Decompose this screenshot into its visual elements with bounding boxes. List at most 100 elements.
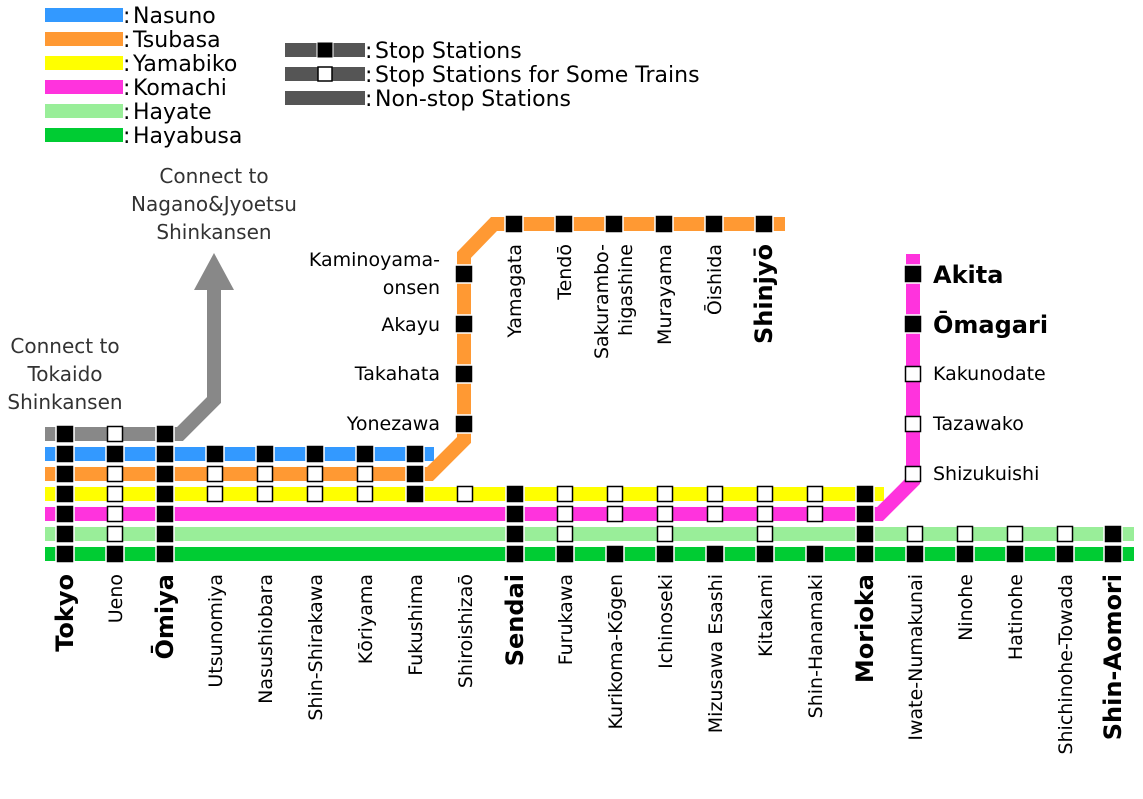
hayabusa-tokyo-stop-marker <box>55 544 75 564</box>
tsubasa-fukushima-stop-marker <box>405 464 425 484</box>
yamabiko-nasushiobara-some-marker <box>256 485 274 503</box>
line-legend: : Nasuno : Tsubasa : Yamabiko : Komachi … <box>45 4 242 149</box>
legend-prefix-komachi: : <box>123 76 130 101</box>
station-label-mizusawa-esashi: Mizusawa Esashi <box>705 574 727 733</box>
nasuno-nasushiobara-stop-marker <box>255 444 275 464</box>
station-label-tokyo: Tokyo <box>51 574 79 652</box>
hayate-tokyo-stop-marker <box>55 524 75 544</box>
legend-marker-bar-none <box>285 91 365 105</box>
hayate-omiya-stop-marker <box>155 524 175 544</box>
marker-legend: : Stop Stations : Stop Stations for Some… <box>285 39 700 112</box>
komachi-ichinoseki-some-marker <box>656 505 674 523</box>
station-label-sakurambo-higashine-line-2: higashine <box>615 244 637 336</box>
yamabiko-shin-hanamaki-some-marker <box>806 485 824 503</box>
legend-label-yamabiko: Yamabiko <box>132 52 237 77</box>
hayabusa-sendai-stop-marker <box>505 544 525 564</box>
legend-swatch-yamabiko <box>45 56 123 70</box>
up-arrow-icon <box>194 253 234 290</box>
legend-prefix-tsubasa: : <box>123 28 130 53</box>
nasuno-fukushima-stop-marker <box>405 444 425 464</box>
yamabiko-kurikoma-kogen-some-marker <box>606 485 624 503</box>
tsubasa-sakurambo-higashine-stop-marker <box>604 214 624 234</box>
station-label-kurikoma-kogen: Kurikoma-Kōgen <box>605 574 627 729</box>
tsubasa-yonezawa-stop-marker <box>454 414 474 434</box>
station-label-shinjyo: Shinjyō <box>750 244 778 344</box>
komachi-sendai-stop-marker <box>505 504 525 524</box>
station-label-morioka: Morioka <box>851 574 879 683</box>
station-label-omagari: Ōmagari <box>933 309 1048 339</box>
komachi-kitakami-some-marker <box>756 505 774 523</box>
tsubasa-kaminoyama-onsen-stop-marker <box>454 264 474 284</box>
tsubasa-takahata-stop-marker <box>454 364 474 384</box>
yamabiko-mizusawa-esashi-some-marker <box>706 485 724 503</box>
station-label-kaminoyama-onsen-line-2: onsen <box>383 277 440 299</box>
legend-label-hayabusa: Hayabusa <box>133 124 242 149</box>
nagano-connect-line-2: Nagano&Jyoetsu <box>131 192 297 216</box>
tsubasa-omiya-stop-marker <box>155 464 175 484</box>
station-label-akayu: Akayu <box>381 314 440 336</box>
komachi-kurikoma-kogen-some-marker <box>606 505 624 523</box>
yamabiko-tokyo-stop-marker <box>55 484 75 504</box>
komachi-omagari-stop-marker <box>903 314 923 334</box>
nasuno-koriyama-stop-marker <box>355 444 375 464</box>
legend-swatch-komachi <box>45 80 123 94</box>
tsubasa-koriyama-some-marker <box>356 465 374 483</box>
station-label-shin-shirakawa: Shin-Shirakawa <box>305 574 327 721</box>
nasuno-shin-shirakawa-stop-marker <box>305 444 325 464</box>
station-label-ninohe: Ninohe <box>955 574 977 641</box>
nagano-connection: Connect to Nagano&Jyoetsu Shinkansen <box>45 164 297 441</box>
yamabiko-shin-shirakawa-some-marker <box>306 485 324 503</box>
legend-label-nasuno: Nasuno <box>133 4 216 29</box>
hayate-morioka-stop-marker <box>855 524 875 544</box>
station-label-tazawako: Tazawako <box>932 413 1024 435</box>
hayate-shin-aomori-stop-marker <box>1103 524 1123 544</box>
legend-marker-label-none: Non-stop Stations <box>375 87 571 112</box>
yamabiko-ichinoseki-some-marker <box>656 485 674 503</box>
legend-swatch-hayate <box>45 104 123 118</box>
tsubasa-utsunomiya-some-marker <box>206 465 224 483</box>
station-label-nasushiobara: Nasushiobara <box>255 574 277 704</box>
hayabusa-ueno-stop-marker <box>105 544 125 564</box>
station-label-yonezawa: Yonezawa <box>346 413 440 435</box>
tsubasa-oishida-stop-marker <box>704 214 724 234</box>
yamabiko-sendai-stop-marker <box>505 484 525 504</box>
station-label-shiroishizao: Shiroishizaō <box>455 574 477 688</box>
tsubasa-tokyo-stop-marker <box>55 464 75 484</box>
nasuno-omiya-stop-marker <box>155 444 175 464</box>
legend-prefix-hayabusa: : <box>123 124 130 149</box>
hayate-iwate-numakunai-some-marker <box>906 525 924 543</box>
station-label-yamagata: Yamagata <box>504 244 526 339</box>
yamabiko-utsunomiya-some-marker <box>206 485 224 503</box>
station-label-hatinohe: Hatinohe <box>1005 574 1027 660</box>
tsubasa-murayama-stop-marker <box>654 214 674 234</box>
legend-prefix-hayate: : <box>123 100 130 125</box>
nagano-connect-line-3: Shinkansen <box>156 220 271 244</box>
legend-label-tsubasa: Tsubasa <box>132 28 221 53</box>
hayabusa-ninohe-stop-marker <box>955 544 975 564</box>
tsubasa-shin-shirakawa-some-marker <box>306 465 324 483</box>
station-label-ichinoseki: Ichinoseki <box>655 574 677 669</box>
legend-marker-label-some: Stop Stations for Some Trains <box>375 63 700 88</box>
station-label-utsunomiya: Utsunomiya <box>205 574 227 688</box>
station-label-shin-hanamaki: Shin-Hanamaki <box>805 574 827 718</box>
tsubasa-shinjyo-stop-marker <box>754 214 774 234</box>
station-label-takahata: Takahata <box>354 363 440 385</box>
hayate-hatinohe-some-marker <box>1006 525 1024 543</box>
station-label-sakurambo-higashine-line-1: Sakurambo- <box>591 244 613 359</box>
nagano-connect-line-1: Connect to <box>159 164 268 188</box>
hayabusa-kitakami-stop-marker <box>755 544 775 564</box>
hayabusa-ichinoseki-stop-marker <box>655 544 675 564</box>
hayabusa-omiya-stop-marker <box>155 544 175 564</box>
tokaido-connection: Connect to Tokaido Shinkansen <box>7 334 122 414</box>
legend-marker-stop-icon <box>316 41 334 59</box>
gray-tokyo-stop-marker <box>55 424 75 444</box>
nasuno-ueno-stop-marker <box>105 444 125 464</box>
komachi-tokyo-stop-marker <box>55 504 75 524</box>
station-label-ueno: Ueno <box>105 574 127 623</box>
tokaido-connect-line-2: Tokaido <box>26 362 102 386</box>
hayabusa-hatinohe-stop-marker <box>1005 544 1025 564</box>
komachi-tazawako-some-marker <box>904 415 922 433</box>
station-label-fukushima: Fukushima <box>405 574 427 676</box>
komachi-akita-stop-marker <box>903 264 923 284</box>
